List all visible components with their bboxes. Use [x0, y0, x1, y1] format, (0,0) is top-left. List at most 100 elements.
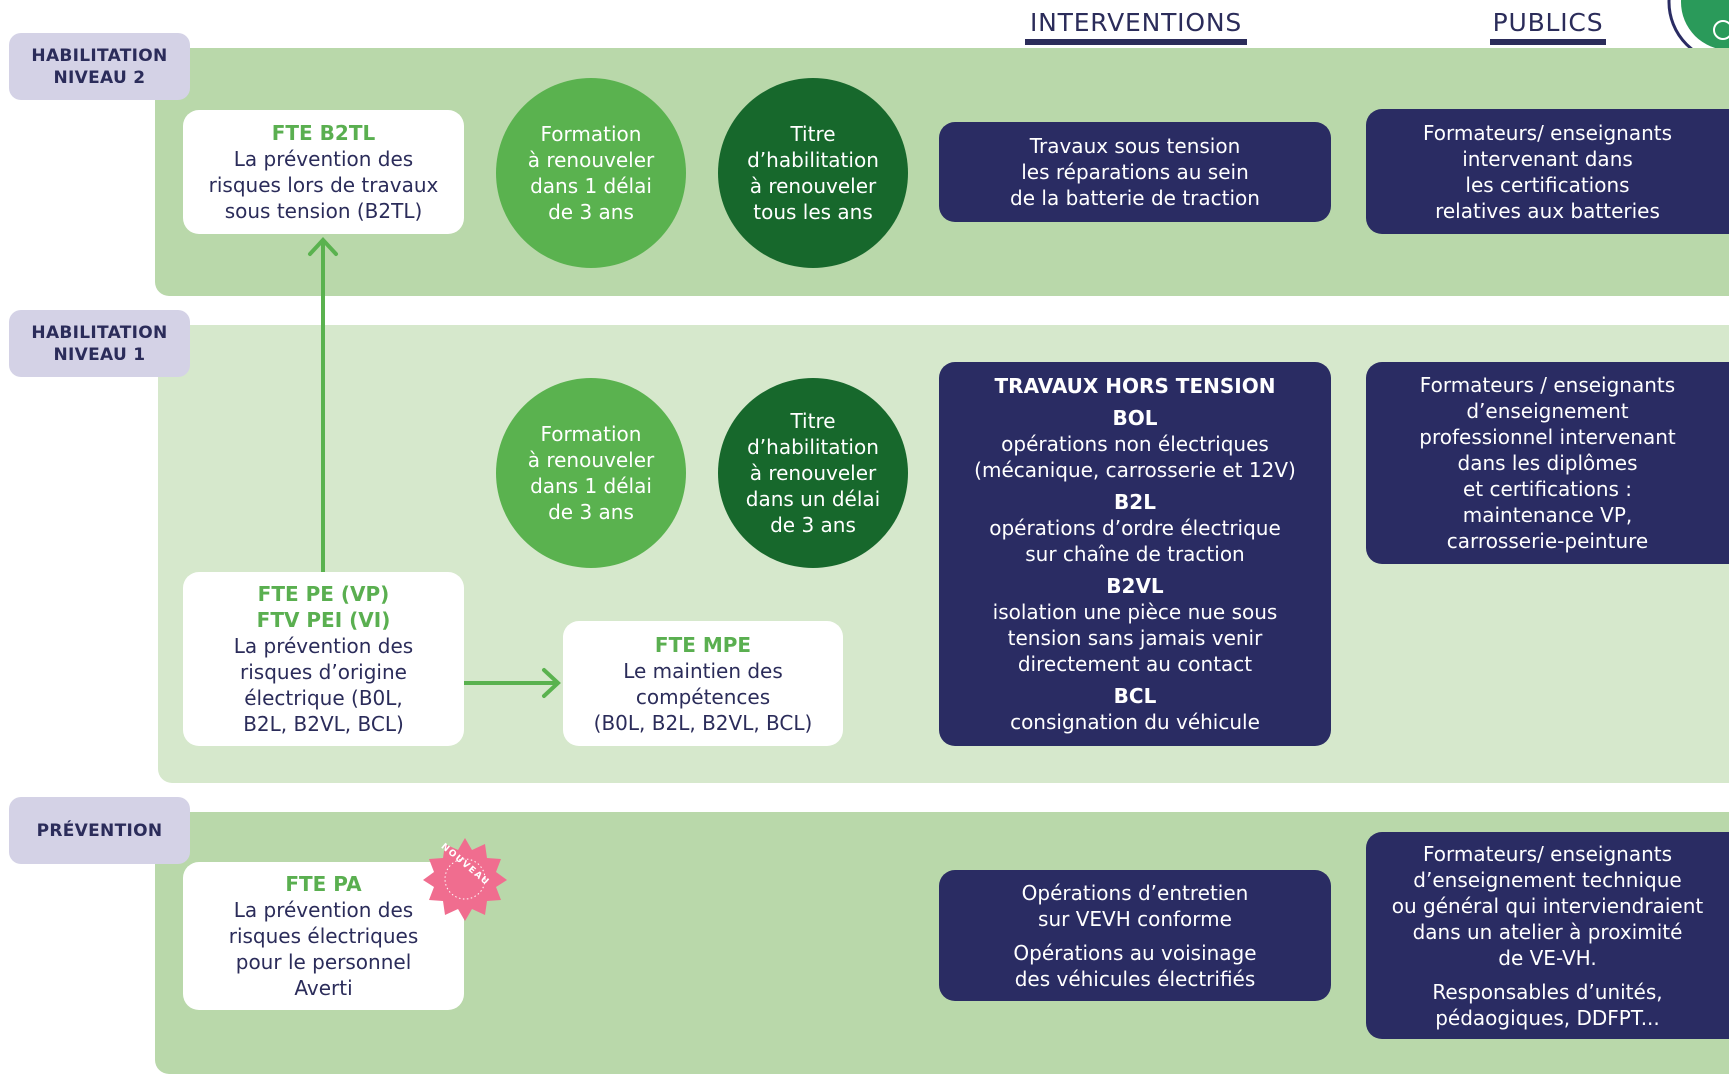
prevention-tag-line1: PRÉVENTION	[36, 820, 163, 841]
bcl-code: BCL	[1113, 684, 1157, 708]
fte-b2tl-line: sous tension (B2TL)	[224, 199, 423, 223]
prevention-intervention-line: Opérations au voisinage	[1013, 940, 1257, 965]
publics-header: PUBLICS	[1490, 8, 1606, 45]
prevention-intervention-line: sur VEVH conforme	[1038, 906, 1232, 931]
fte-pa-line: pour le personnel	[235, 950, 412, 974]
b2vl-line: tension sans jamais venir	[1007, 626, 1263, 650]
level1-titre-line: d’habilitation	[747, 435, 879, 459]
level2-intervention-line: les réparations au sein	[1021, 160, 1249, 184]
fte-mpe-card: FTE MPE Le maintien des compétences (B0L…	[563, 621, 843, 746]
level2-titre-line: à renouveler	[749, 174, 877, 198]
level1-formation-line: Formation	[540, 422, 642, 446]
bcl-line: consignation du véhicule	[1010, 710, 1260, 734]
level2-formation-line: à renouveler	[527, 148, 655, 172]
level1-titre-line: à renouveler	[749, 461, 877, 485]
fte-pe-line: risques d’origine	[240, 660, 407, 684]
prevention-publics-line: de VE-VH.	[1498, 945, 1597, 970]
level1-publics-line: et certifications :	[1462, 477, 1633, 501]
level2-intervention-line: de la batterie de traction	[1010, 186, 1260, 210]
fte-b2tl-code: FTE B2TL	[271, 121, 376, 145]
b2l-line: sur chaîne de traction	[1025, 542, 1245, 566]
level2-titre-circle: Titre d’habilitation à renouveler tous l…	[718, 78, 908, 268]
prevention-publics-line: pédaogiques, DDFPT...	[1435, 1005, 1660, 1030]
level2-formation-circle: Formation à renouveler dans 1 délai de 3…	[496, 78, 686, 268]
interventions-underline	[1025, 39, 1247, 45]
bol-code: BOL	[1112, 406, 1158, 430]
level1-titre-circle: Titre d’habilitation à renouveler dans u…	[718, 378, 908, 568]
fte-pe-line: La prévention des	[233, 634, 414, 658]
level1-publics-line: maintenance VP,	[1462, 503, 1633, 527]
publics-underline	[1490, 39, 1606, 45]
level1-publics-box: Formateurs / enseignants d’enseignement …	[1366, 362, 1729, 564]
level2-formation-line: dans 1 délai	[530, 174, 652, 198]
b2vl-line: isolation une pièce nue sous	[992, 600, 1278, 624]
fte-pe-code: FTE PE (VP)	[257, 582, 390, 606]
publics-header-label: PUBLICS	[1492, 8, 1604, 37]
ftv-pei-code: FTV PEI (VI)	[256, 608, 391, 632]
nouveau-badge: NOUVEAU	[422, 836, 508, 922]
prevention-publics-line: dans un atelier à proximité	[1412, 919, 1683, 944]
level2-publics-line: les certifications	[1465, 172, 1630, 197]
fte-mpe-line: compétences	[635, 684, 771, 709]
level2-publics-box: Formateurs/ enseignants intervenant dans…	[1366, 109, 1729, 234]
fte-pe-line: B2L, B2VL, BCL)	[243, 712, 404, 736]
level1-intervention-title: TRAVAUX HORS TENSION	[994, 374, 1276, 398]
fte-pa-line: Averti	[294, 976, 353, 1000]
level1-formation-line: à renouveler	[527, 448, 655, 472]
prevention-publics-box: Formateurs/ enseignants d’enseignement t…	[1366, 832, 1729, 1039]
level2-publics-line: Formateurs/ enseignants	[1422, 120, 1673, 145]
prevention-publics-line: Responsables d’unités,	[1432, 979, 1663, 1004]
fte-pe-line: électrique (B0L,	[244, 686, 403, 710]
fte-pa-line: La prévention des	[233, 898, 414, 922]
prevention-publics-line: Formateurs/ enseignants	[1422, 841, 1673, 866]
logo-circle-icon	[1667, 0, 1729, 64]
fte-pa-code: FTE PA	[285, 872, 362, 896]
fte-pa-line: risques électriques	[228, 924, 419, 948]
b2vl-line: directement au contact	[1017, 652, 1253, 676]
level1-intervention-box: TRAVAUX HORS TENSION BOL opérations non …	[939, 362, 1331, 746]
interventions-header-label: INTERVENTIONS	[1029, 8, 1243, 37]
level2-publics-line: relatives aux batteries	[1435, 198, 1660, 223]
fte-pa-card: FTE PA La prévention des risques électri…	[183, 862, 464, 1010]
fte-mpe-line: (B0L, B2L, B2VL, BCL)	[593, 710, 813, 735]
b2l-line: opérations d’ordre électrique	[989, 516, 1281, 540]
prevention-intervention-line: des véhicules électrifiés	[1014, 966, 1256, 991]
fte-mpe-code: FTE MPE	[654, 632, 752, 657]
b2vl-code: B2VL	[1106, 574, 1164, 598]
level2-tag-line2: NIVEAU 2	[53, 67, 146, 88]
level1-formation-line: dans 1 délai	[530, 474, 652, 498]
nouveau-badge-star-icon	[423, 838, 507, 921]
prevention-publics-line: ou général qui interviendraient	[1391, 893, 1704, 918]
level1-titre-line: de 3 ans	[770, 513, 856, 537]
level1-publics-line: professionnel intervenant	[1419, 425, 1676, 449]
prevention-intervention-line: Opérations d’entretien	[1021, 880, 1249, 905]
level1-tag-line1: HABILITATION	[31, 322, 168, 343]
fte-b2tl-line: La prévention des	[233, 147, 414, 171]
right-arrow-icon	[464, 668, 561, 698]
level1-formation-line: de 3 ans	[548, 500, 634, 524]
level2-intervention-line: Travaux sous tension	[1029, 134, 1241, 158]
fte-mpe-line: Le maintien des	[623, 658, 783, 683]
prevention-publics-line: d’enseignement technique	[1413, 867, 1682, 892]
level2-publics-line: intervenant dans	[1462, 146, 1633, 171]
bol-line: opérations non électriques	[1001, 432, 1269, 456]
fte-pe-card: FTE PE (VP) FTV PEI (VI) La prévention d…	[183, 572, 464, 746]
level1-tag-line2: NIVEAU 1	[53, 344, 146, 365]
level1-titre-line: Titre	[790, 409, 836, 433]
level2-titre-line: d’habilitation	[747, 148, 879, 172]
level1-publics-line: d’enseignement	[1466, 399, 1629, 423]
level1-titre-line: dans un délai	[745, 487, 881, 511]
level2-formation-line: Formation	[540, 122, 642, 146]
level1-formation-circle: Formation à renouveler dans 1 délai de 3…	[496, 378, 686, 568]
fte-b2tl-line: risques lors de travaux	[208, 173, 439, 197]
level1-publics-line: Formateurs / enseignants	[1419, 373, 1676, 397]
prevention-tag: PRÉVENTION	[9, 797, 190, 864]
level2-titre-line: tous les ans	[753, 200, 873, 224]
b2l-code: B2L	[1114, 490, 1156, 514]
prevention-intervention-box: Opérations d’entretien sur VEVH conforme…	[939, 870, 1331, 1001]
level2-titre-line: Titre	[790, 122, 836, 146]
level2-tag-line1: HABILITATION	[31, 45, 168, 66]
up-arrow-icon	[308, 237, 338, 572]
level2-formation-line: de 3 ans	[548, 200, 634, 224]
fte-b2tl-card: FTE B2TL La prévention des risques lors …	[183, 110, 464, 234]
